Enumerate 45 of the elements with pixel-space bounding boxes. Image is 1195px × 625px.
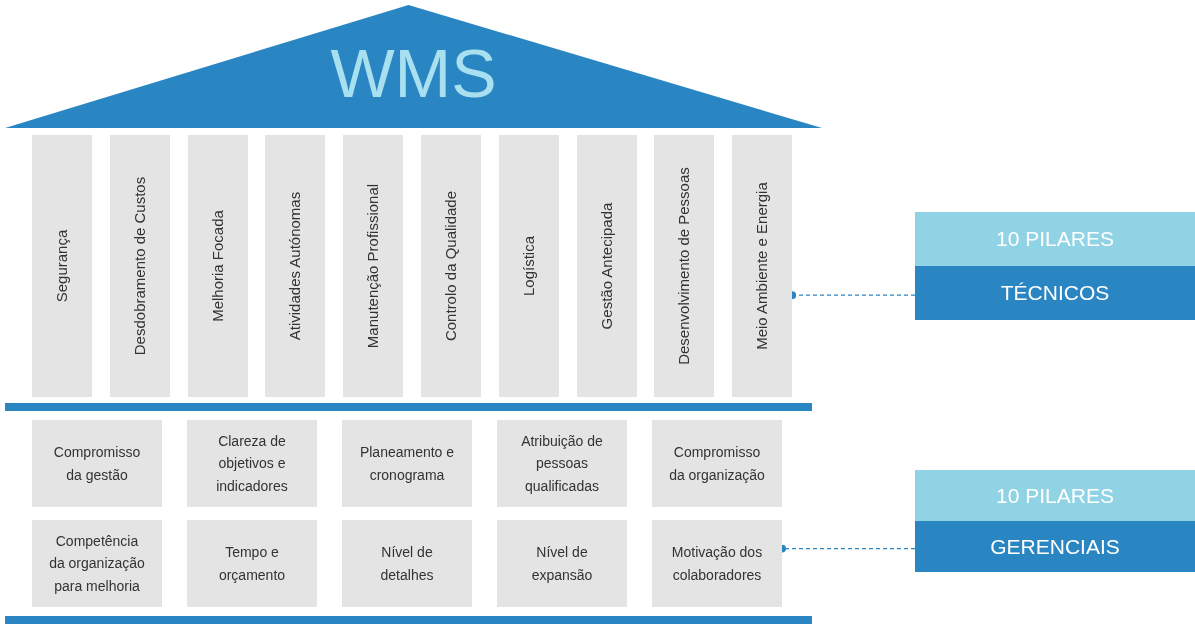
pillar bbox=[498, 135, 559, 397]
pillar-label: Desdobramento de Custos bbox=[129, 176, 149, 356]
pillar-label: Atividades Autónomas bbox=[285, 191, 305, 341]
pillar-label: Motivação dos colaboradores bbox=[670, 543, 764, 585]
tag-title: TÉCNICOS bbox=[915, 266, 1195, 320]
pillar bbox=[265, 135, 326, 397]
pillar-label: Planeamento e cronograma bbox=[358, 443, 456, 485]
pillar-card bbox=[187, 520, 317, 607]
pillar-label: Controlo da Qualidade bbox=[440, 190, 460, 342]
pillar-label: Clareza de objetivos e indicadores bbox=[215, 431, 289, 496]
pillar-card bbox=[342, 520, 472, 607]
pillar-card bbox=[32, 520, 162, 607]
pillar-label: Melhoria Focada bbox=[207, 210, 227, 322]
tag-header: 10 PILARES bbox=[915, 470, 1195, 521]
tag-title: GERENCIAIS bbox=[915, 521, 1195, 572]
pillar bbox=[187, 135, 248, 397]
roof-title: WMS bbox=[330, 39, 497, 107]
pillar-card bbox=[497, 520, 627, 607]
pillar-label: Nível de expansão bbox=[530, 543, 594, 585]
pillar-label: Atribuição de pessoas qualificadas bbox=[520, 431, 604, 496]
pillar-label: Gestão Antecipada bbox=[596, 202, 616, 330]
pillar bbox=[32, 135, 92, 397]
pillar-label: Tempo e orçamento bbox=[217, 543, 287, 585]
pillar-card bbox=[32, 420, 162, 507]
pillar-label: Competência da organização para melhoria bbox=[48, 531, 146, 596]
pillar-label: Manutenção Profissional bbox=[362, 183, 382, 349]
pillar-card bbox=[187, 420, 317, 507]
pillar bbox=[343, 135, 404, 397]
pillar bbox=[576, 135, 637, 397]
pillar-label: Meio Ambiente e Energia bbox=[751, 182, 771, 350]
pillar-label: Compromisso da gestão bbox=[52, 443, 142, 485]
pillar-label: Segurança bbox=[51, 229, 71, 303]
pillar-label: Nível de detalhes bbox=[379, 543, 435, 585]
pillar-card bbox=[652, 420, 782, 507]
pillar bbox=[421, 135, 481, 397]
pillar bbox=[654, 135, 715, 397]
pillar-label: Logística bbox=[518, 236, 538, 296]
pillar bbox=[109, 135, 170, 397]
pillar-label: Desenvolvimento de Pessoas bbox=[674, 167, 694, 365]
pillar bbox=[732, 135, 793, 397]
tag-header: 10 PILARES bbox=[915, 212, 1195, 266]
pillar-card bbox=[652, 520, 782, 607]
pillar-card bbox=[342, 420, 472, 507]
pillar-card bbox=[497, 420, 627, 507]
pillar-label: Compromisso da organização bbox=[668, 443, 766, 485]
